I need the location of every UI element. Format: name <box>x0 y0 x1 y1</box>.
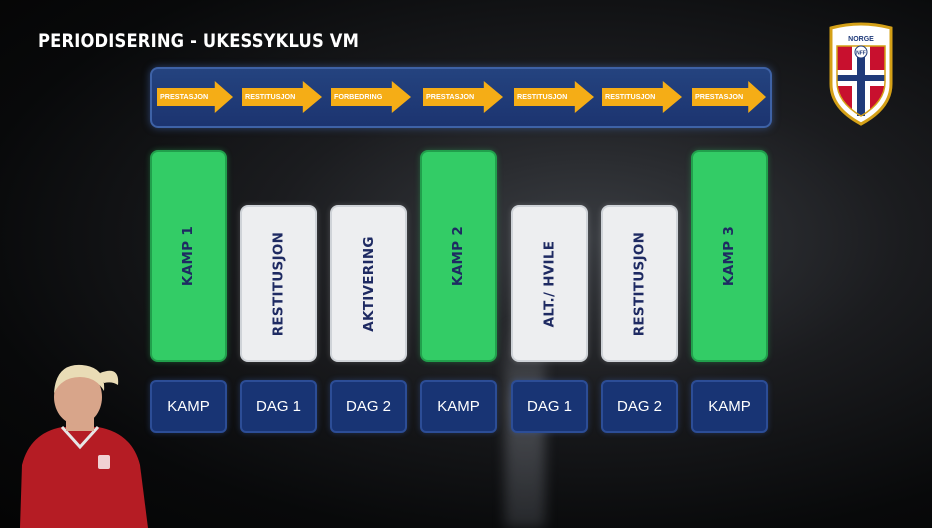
day-label-2: DAG 1 <box>240 380 317 433</box>
arrow-2: RESTITUSJON <box>242 81 322 113</box>
day-label-7: KAMP <box>691 380 768 433</box>
arrow-3: FORBEDRING <box>331 81 411 113</box>
card-aktivering: AKTIVERING <box>330 205 407 362</box>
card-restitusjon-2: RESTITUSJON <box>601 205 678 362</box>
card-restitusjon-1: RESTITUSJON <box>240 205 317 362</box>
arrow-1: PRESTASJON <box>157 81 233 113</box>
day-label-3: DAG 2 <box>330 380 407 433</box>
day-label-4: KAMP <box>420 380 497 433</box>
arrow-bar: PRESTASJON RESTITUSJON FORBEDRING PRESTA… <box>150 67 772 128</box>
svg-text:NFF: NFF <box>856 51 866 57</box>
card-kamp-1: KAMP 1 <box>150 150 227 362</box>
card-kamp-3: KAMP 3 <box>691 150 768 362</box>
day-label-5: DAG 1 <box>511 380 588 433</box>
arrow-4: PRESTASJON <box>423 81 503 113</box>
norge-shield-logo: NORGE NFF <box>829 22 893 126</box>
page-title: PERIODISERING - UKESSYKLUS VM <box>38 30 360 52</box>
day-label-1: KAMP <box>150 380 227 433</box>
arrow-5: RESTITUSJON <box>514 81 594 113</box>
card-alt-hvile: ALT./ HVILE <box>511 205 588 362</box>
day-label-6: DAG 2 <box>601 380 678 433</box>
svg-text:NORGE: NORGE <box>848 36 874 43</box>
arrow-7: PRESTASJON <box>692 81 766 113</box>
card-kamp-2: KAMP 2 <box>420 150 497 362</box>
arrow-6: RESTITUSJON <box>602 81 682 113</box>
player-image <box>20 364 148 528</box>
